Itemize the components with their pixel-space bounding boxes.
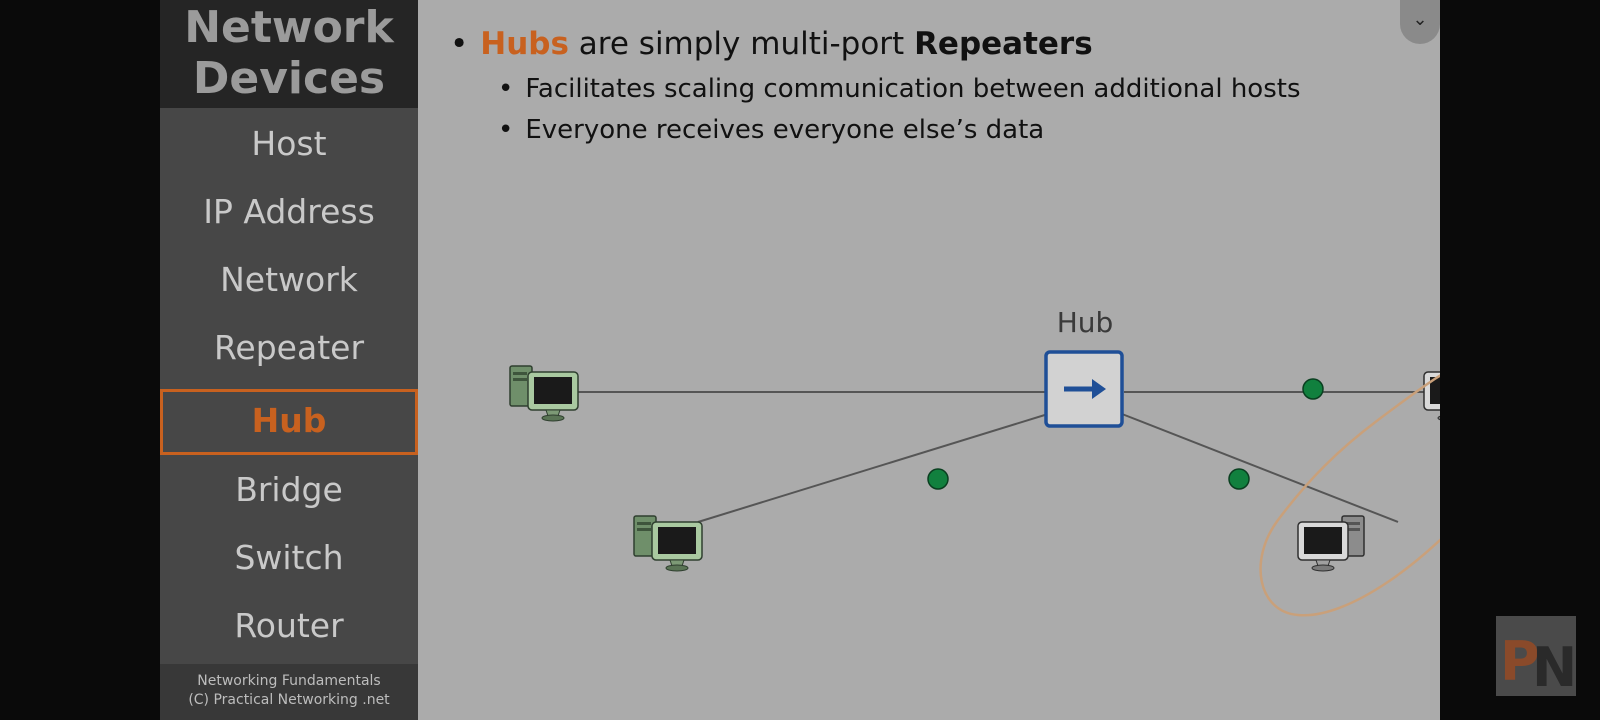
desktop-computer-icon (633, 515, 703, 572)
desktop-computer-icon (509, 365, 579, 422)
sidebar-item-switch[interactable]: Switch (234, 538, 344, 577)
annotation-circle (1259, 374, 1440, 617)
sidebar-item-host[interactable]: Host (251, 124, 327, 163)
sidebar-item-hub[interactable]: Hub (160, 389, 418, 455)
sub-bullet-1: • Facilitates scaling communication betwe… (498, 74, 1301, 104)
bullet-dot: • (450, 26, 469, 62)
link-bottom-left (697, 413, 1049, 523)
bullet-text: are simply multi-port (568, 26, 915, 62)
collapse-button[interactable]: ⌄ (1400, 0, 1440, 44)
arrow-right-icon (1064, 379, 1106, 399)
footer-line1: Networking Fundamentals (197, 673, 381, 689)
packet-right (1302, 378, 1324, 400)
sub-bullet-2: • Everyone receives everyone else’s data (498, 115, 1044, 145)
desktop-computer-icon (1297, 515, 1365, 572)
sub-bullet-text: Everyone receives everyone else’s data (525, 115, 1045, 145)
slide-frame: Network Devices Host IP Address Network … (160, 0, 1440, 720)
footer-line2: (C) Practical Networking .net (188, 692, 390, 708)
sidebar-item-ip-address[interactable]: IP Address (203, 192, 375, 231)
bullet-dot: • (498, 74, 514, 104)
bullet-emphasis: Repeaters (914, 26, 1093, 62)
bullet-highlight: Hubs (480, 26, 569, 62)
svg-text:N: N (1532, 636, 1576, 696)
sidebar-title-line1: Network (184, 2, 394, 53)
sidebar-title: Network Devices (160, 0, 418, 108)
chevron-down-icon: ⌄ (1412, 9, 1428, 30)
packet-bottom-left (927, 468, 949, 490)
desktop-computer-icon (1423, 365, 1440, 422)
sidebar-footer: Networking Fundamentals (C) Practical Ne… (160, 664, 418, 720)
packet-bottom-right (1228, 468, 1250, 490)
sub-bullet-text: Facilitates scaling communication betwee… (525, 74, 1301, 104)
slide-content: • Hubs are simply multi-port Repeaters • F… (418, 0, 1440, 720)
sidebar: Network Devices Host IP Address Network … (160, 0, 418, 720)
channel-logo: P N (1496, 616, 1577, 699)
bullet-dot: • (498, 115, 514, 145)
hub-diagram: Hub (509, 306, 1440, 617)
main-bullet: • Hubs are simply multi-port Repeaters (450, 26, 1093, 62)
hub-device (1044, 350, 1124, 428)
hub-label: Hub (1057, 306, 1114, 339)
sidebar-title-line2: Devices (192, 53, 386, 104)
link-bottom-right (1121, 413, 1399, 523)
svg-text:P: P (1500, 630, 1540, 693)
sidebar-item-bridge[interactable]: Bridge (235, 470, 343, 509)
sidebar-item-network[interactable]: Network (220, 260, 358, 299)
sidebar-item-router[interactable]: Router (234, 606, 344, 645)
sidebar-item-repeater[interactable]: Repeater (213, 328, 365, 367)
